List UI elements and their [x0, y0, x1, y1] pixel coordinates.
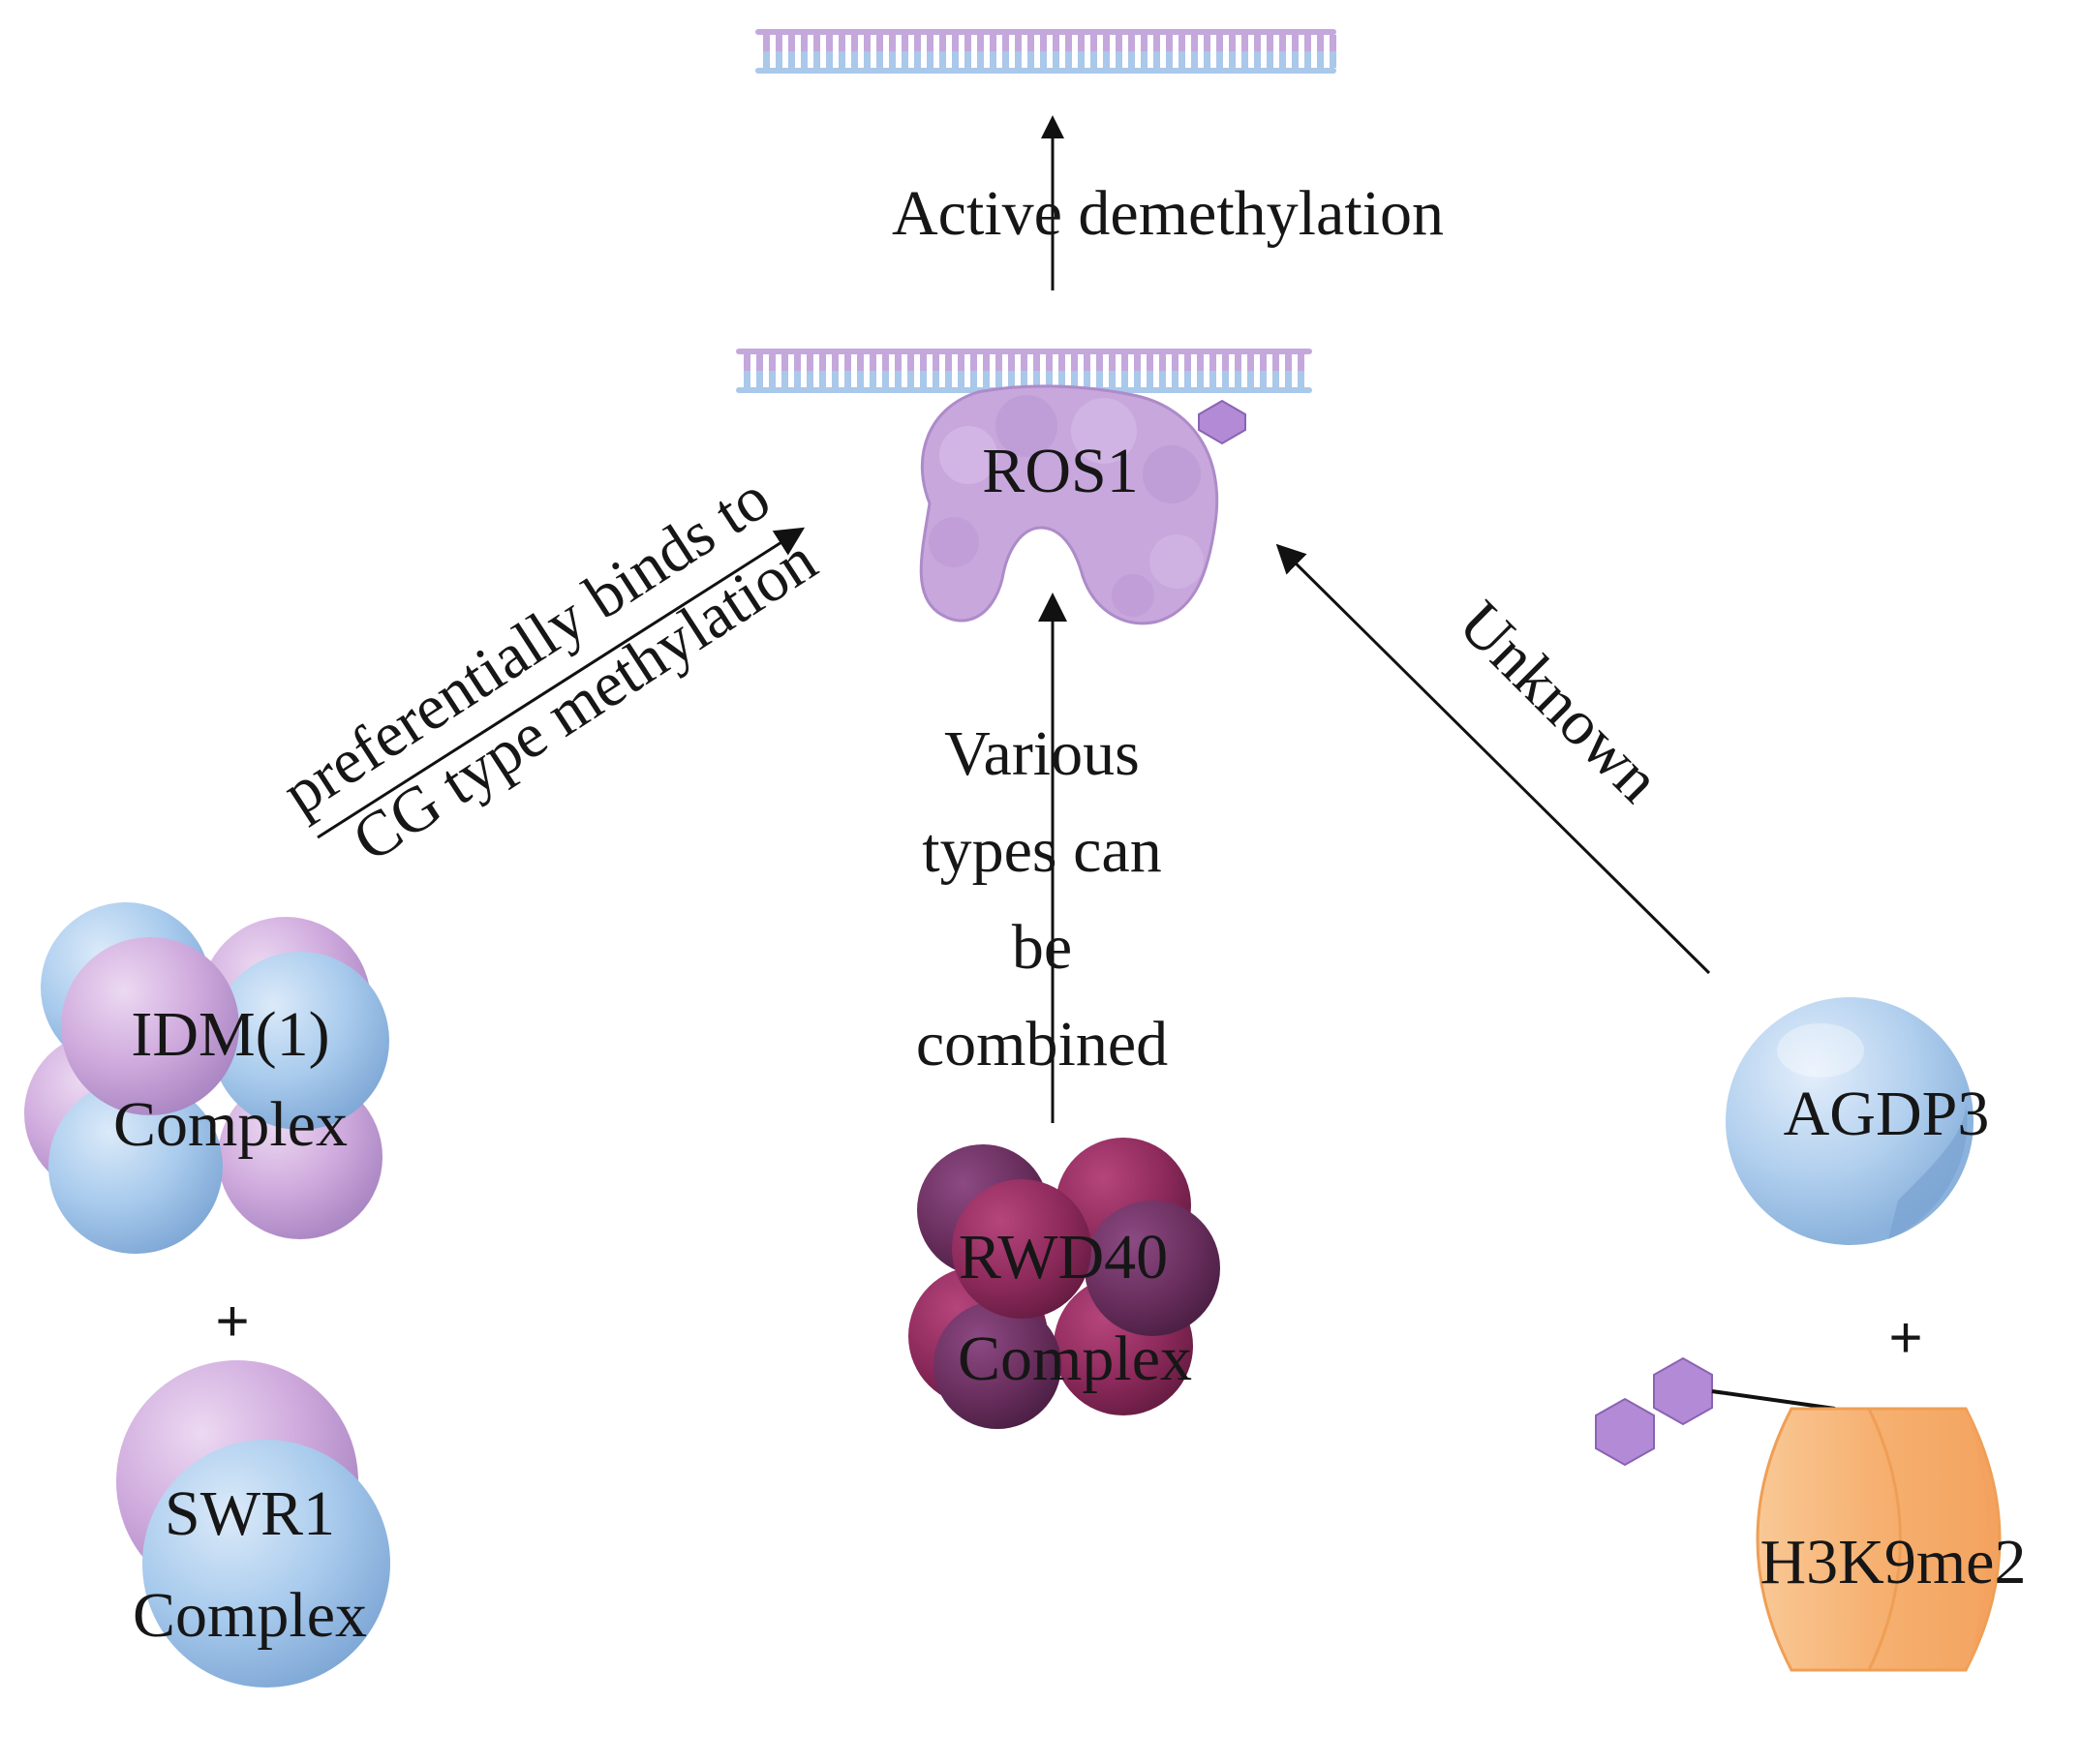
idm1-complex-icon [24, 902, 389, 1254]
various-line-1: Various [944, 718, 1140, 789]
agdp3-protein-icon [1726, 997, 1974, 1245]
various-line-3: be [1012, 912, 1072, 983]
swr1-label-line1: SWR1 [165, 1478, 335, 1549]
rwd40-label-line2: Complex [958, 1323, 1192, 1394]
rwd40-label-line1: RWD40 [959, 1222, 1168, 1293]
plus-sign-left: + [215, 1289, 249, 1353]
agdp3-label: AGDP3 [1784, 1079, 1990, 1149]
rwd40-complex-icon [908, 1138, 1220, 1429]
swr1-complex-icon [116, 1360, 390, 1688]
dna-double-helix-icon [736, 349, 1312, 393]
dna-double-helix-icon [755, 29, 1336, 74]
active-demethylation-label: Active demethylation [892, 178, 1444, 249]
methyl-group-hexagon-icon [1595, 1356, 1836, 1467]
h3k9me2-label: H3K9me2 [1760, 1527, 2027, 1597]
various-line-4: combined [916, 1009, 1168, 1080]
ros1-label: ROS1 [982, 436, 1138, 506]
ros1-protein-icon [919, 384, 1219, 625]
unknown-label: Unknown [1445, 588, 1673, 816]
idm1-label-line2: Complex [113, 1089, 348, 1160]
idm1-label-line1: IDM(1) [131, 999, 329, 1070]
unknown-arrow [1275, 543, 1711, 975]
cg-binding-arrow [317, 527, 806, 839]
swr1-label-line2: Complex [133, 1580, 367, 1651]
nucleosome-icon [1756, 1407, 2002, 1672]
plus-sign-right: + [1888, 1305, 1922, 1370]
various-line-2: types can [922, 815, 1161, 886]
methyl-group-hexagon-icon [1198, 399, 1246, 445]
